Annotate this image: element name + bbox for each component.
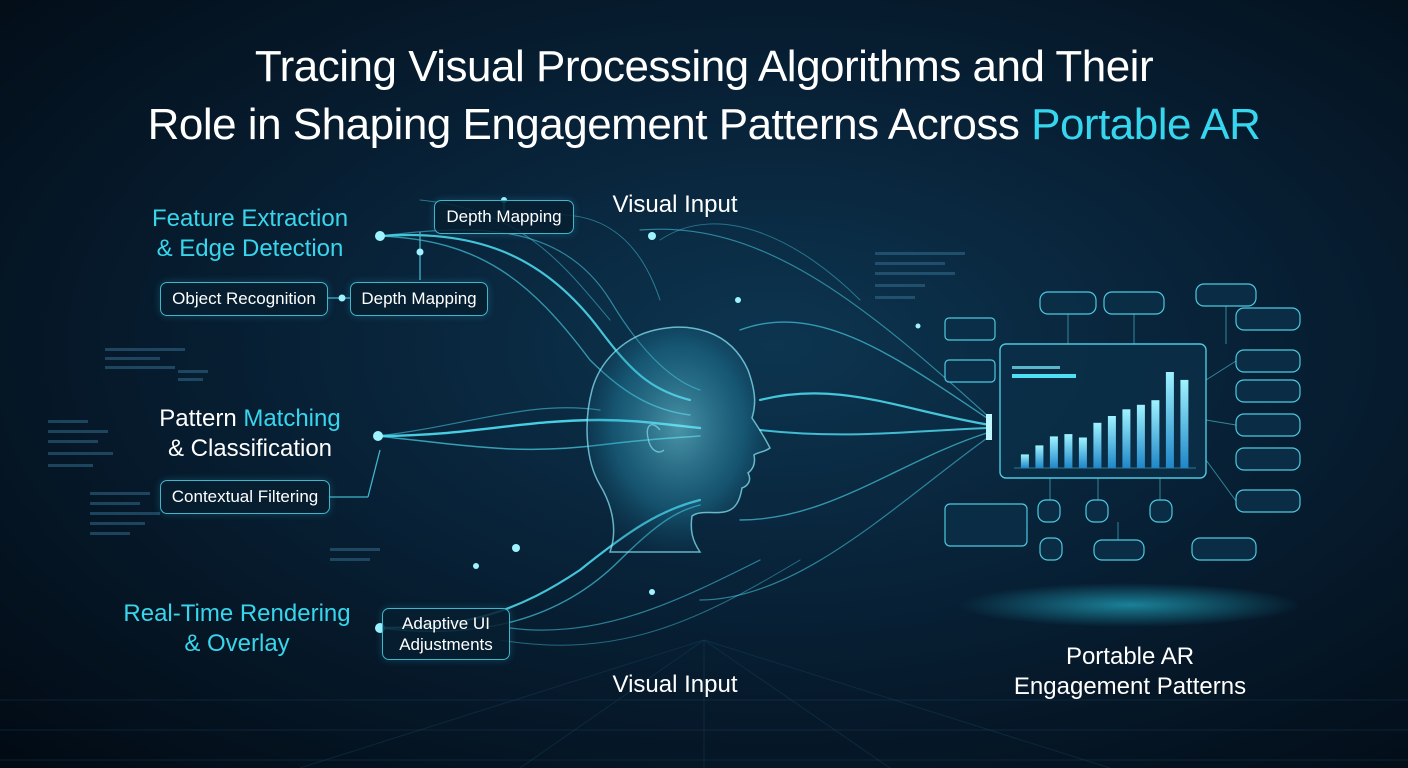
stage-feature-extraction: Feature Extraction & Edge Detection	[130, 204, 370, 264]
output-streams	[639, 223, 992, 601]
side-widgets	[944, 283, 1301, 561]
box-depth-mapping: Depth Mapping	[350, 282, 488, 316]
dashboard-bar	[1078, 437, 1087, 468]
stage-pattern-line-2: & Classification	[167, 435, 333, 462]
stage-feature-line-2: & Edge Detection	[156, 235, 344, 262]
box-object-recognition: Object Recognition	[160, 282, 328, 316]
dashboard-bar	[1122, 409, 1131, 468]
visual-input-bottom: Visual Input	[612, 671, 738, 698]
floor-grid	[0, 639, 1408, 768]
output-label: Portable AR Engagement Patterns	[960, 642, 1300, 702]
stage-rendering-line-1: Real-Time Rendering	[123, 600, 351, 627]
output-line-2: Engagement Patterns	[1013, 673, 1247, 700]
box-adaptive-line-2: Adjustments	[399, 635, 493, 654]
box-depth-mapping-top: Depth Mapping	[434, 200, 574, 234]
title-line-2: Role in Shaping Engagement Patterns Acro…	[147, 100, 1032, 149]
widget-connectors	[1049, 306, 1237, 540]
dashboard-bar	[1064, 434, 1073, 468]
dashboard-emitter	[986, 414, 992, 440]
title-line-1: Tracing Visual Processing Algorithms and…	[254, 42, 1154, 91]
dashboard-bars	[1020, 372, 1189, 468]
stage-real-time-rendering: Real-Time Rendering & Overlay	[106, 599, 368, 659]
head-silhouette	[586, 326, 771, 553]
dashboard-panel	[999, 343, 1207, 479]
visual-input-top: Visual Input	[612, 191, 738, 218]
box-contextual-filtering: Contextual Filtering	[160, 480, 330, 514]
dashboard-bar	[1151, 400, 1160, 468]
dashboard-bar	[1180, 379, 1189, 468]
dashboard-bar	[1020, 454, 1029, 468]
dashboard-bar	[1049, 436, 1058, 468]
dashboard-bar	[1107, 416, 1116, 468]
data-text-decoration	[48, 252, 965, 561]
stage-pattern-word-1: Pattern	[159, 405, 244, 432]
dashboard-bar	[1165, 372, 1174, 468]
page-title: Tracing Visual Processing Algorithms and…	[0, 38, 1408, 154]
output-line-1: Portable AR	[1065, 643, 1195, 670]
stage-rendering-line-2: & Overlay	[184, 630, 290, 657]
title-accent: Portable AR	[1031, 100, 1261, 149]
stream-nodes	[338, 197, 921, 633]
stage-pattern-word-2: Matching	[243, 405, 341, 432]
dashboard-bar	[1035, 445, 1044, 468]
box-adaptive-ui: Adaptive UI Adjustments	[382, 608, 510, 660]
floor-glow	[960, 583, 1300, 627]
stage-feature-line-1: Feature Extraction	[151, 205, 349, 232]
box-adaptive-line-1: Adaptive UI	[402, 614, 490, 633]
stage-pattern-matching: Pattern Matching & Classification	[130, 404, 370, 464]
dashboard-bar	[1136, 404, 1145, 468]
dashboard-bar	[1093, 422, 1102, 468]
